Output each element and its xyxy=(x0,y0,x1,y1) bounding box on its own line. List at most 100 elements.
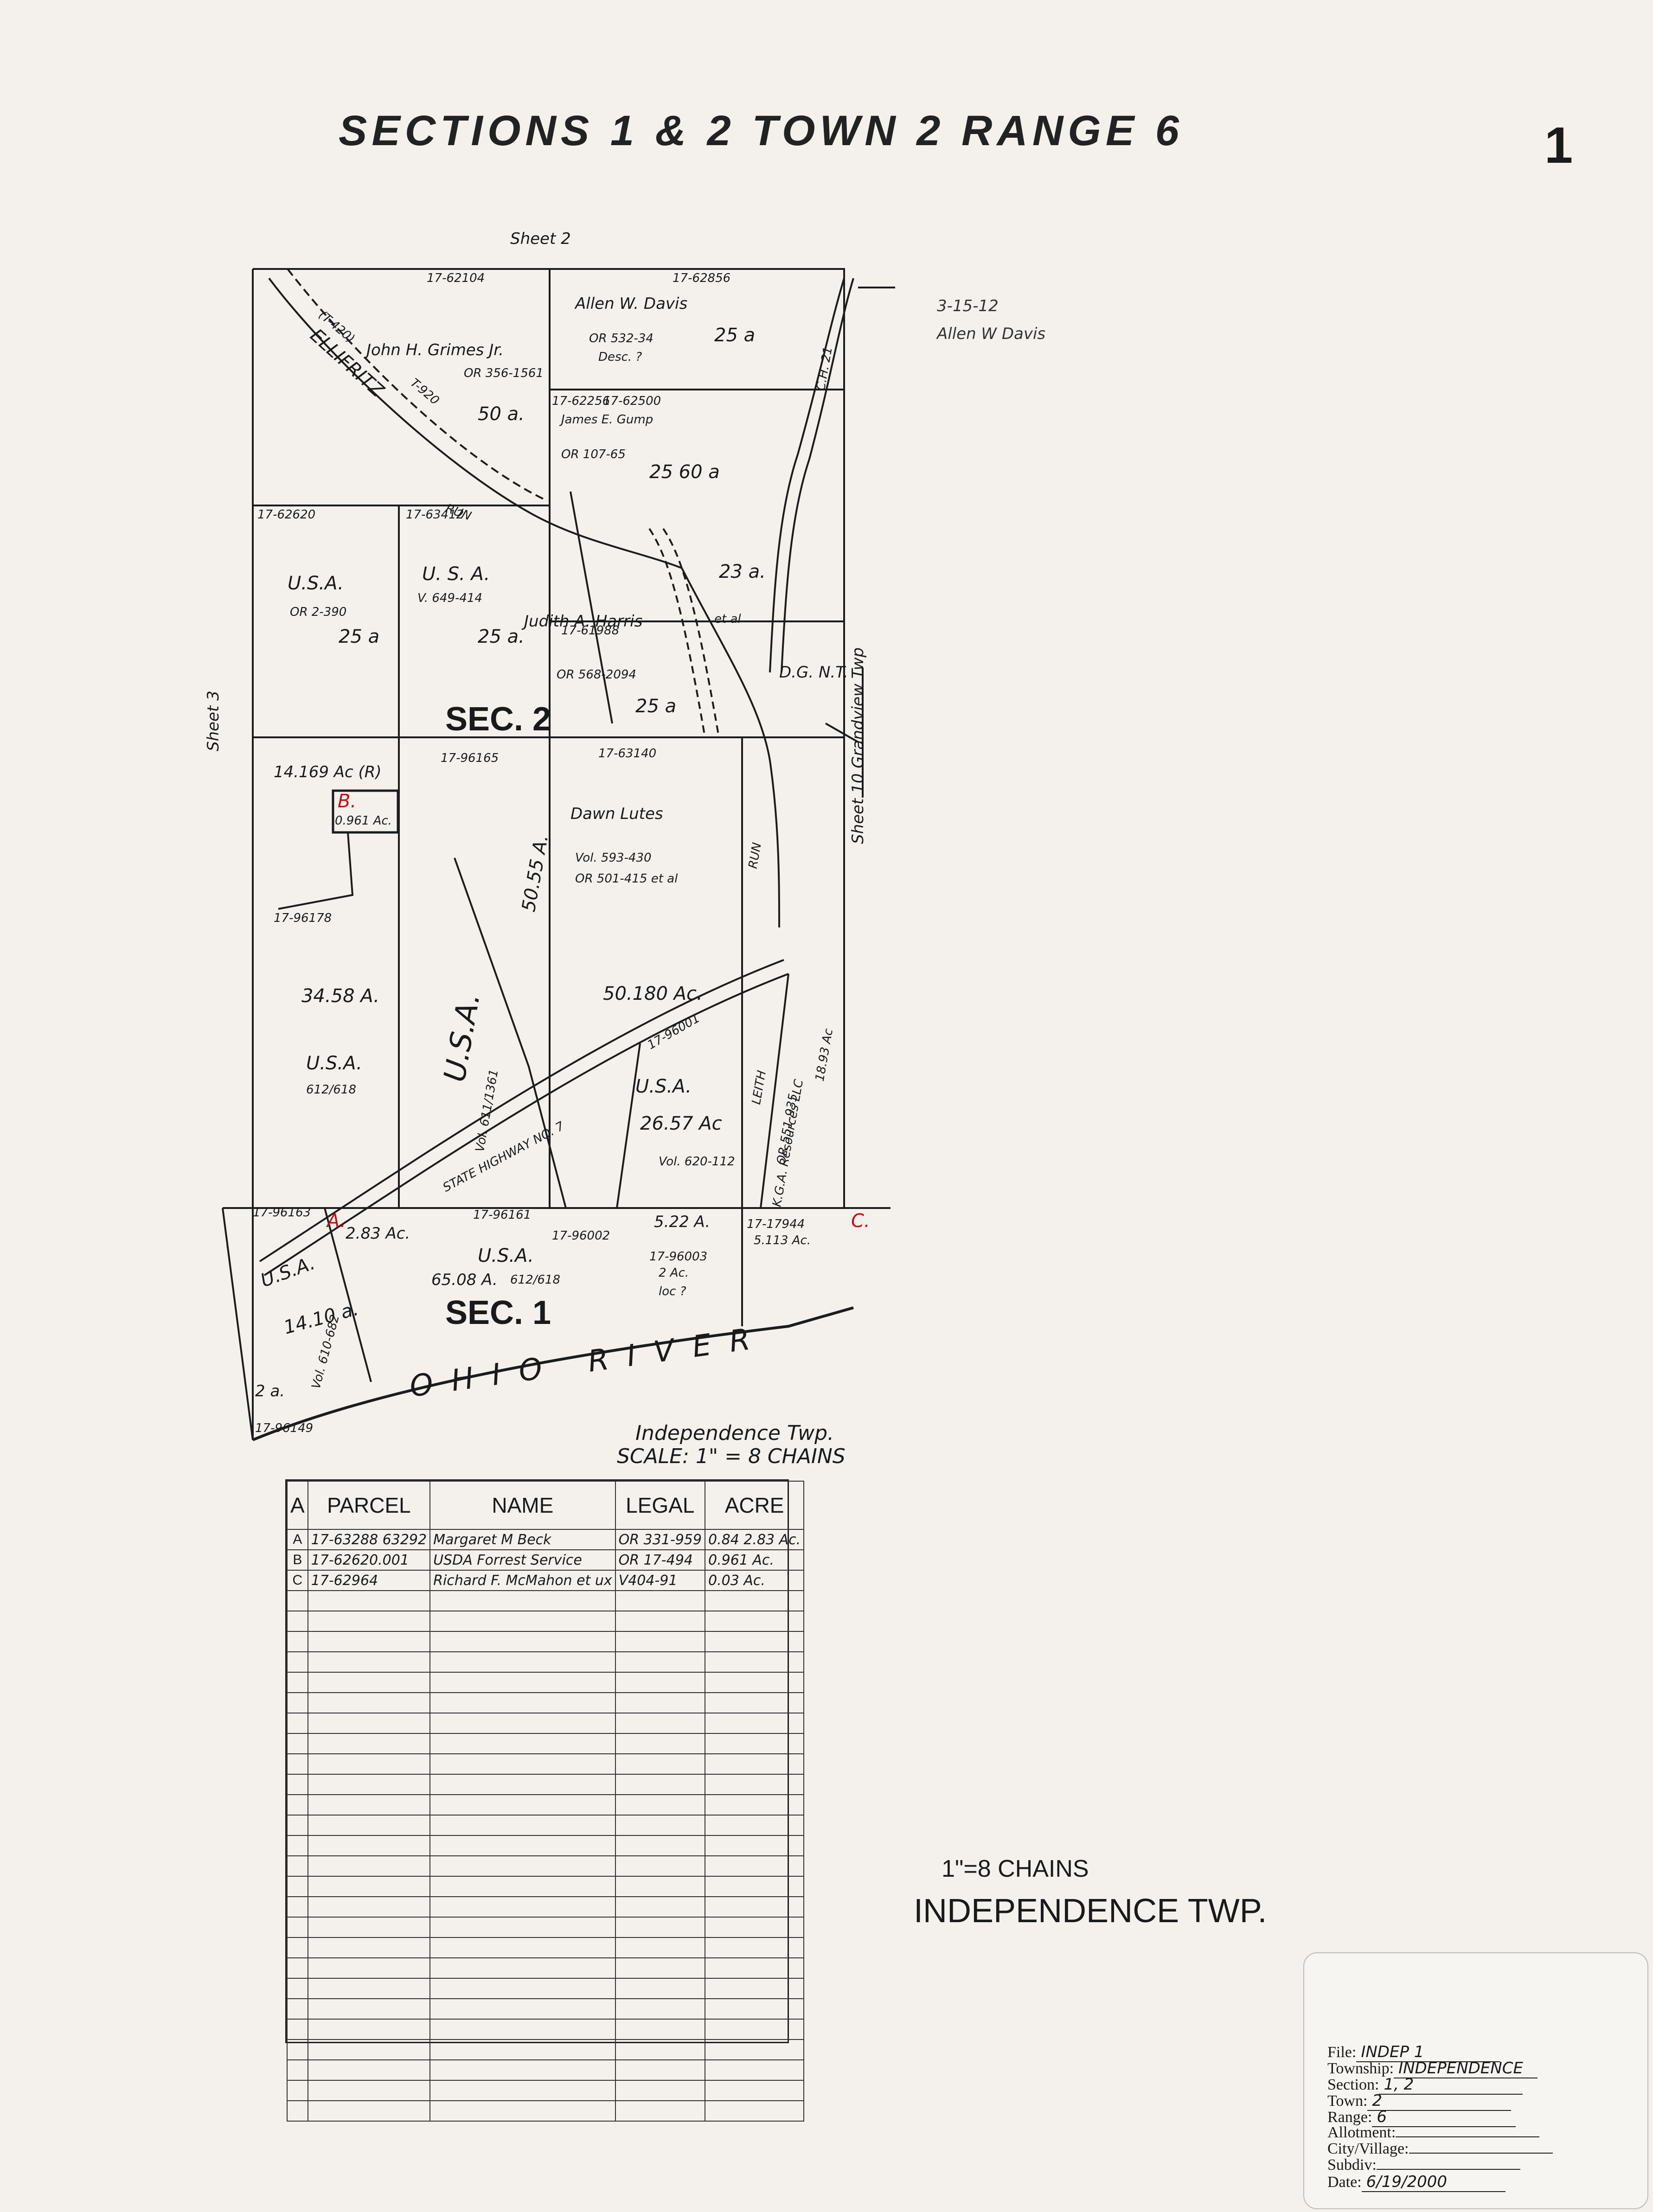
legend-cell xyxy=(287,1774,308,1795)
legend-cell xyxy=(429,1713,616,1734)
legend-cell xyxy=(307,2019,431,2040)
marker-b: B. xyxy=(338,791,357,812)
legend-empty-row xyxy=(287,1896,805,1918)
legend-cell xyxy=(307,1672,431,1693)
info-value: INDEP 1 xyxy=(1356,2043,1500,2062)
parcel-legal: V. 649-414 xyxy=(417,591,482,605)
marker-b-acres: 0.961 Ac. xyxy=(335,814,392,828)
legend-cell xyxy=(704,1937,805,1958)
legend-cell xyxy=(429,2059,616,2081)
legend-cell xyxy=(615,1713,705,1734)
legend-cell xyxy=(429,1978,616,1999)
section-1-label: SEC. 1 xyxy=(445,1294,551,1331)
legend-cell xyxy=(704,1815,805,1836)
legend-empty-row xyxy=(287,1651,805,1673)
legend-cell xyxy=(615,2039,705,2060)
legend-cell xyxy=(615,2080,705,2101)
legend-cell xyxy=(307,1651,431,1673)
legend-cell xyxy=(704,1753,805,1775)
legend-cell xyxy=(287,2019,308,2040)
legend-cell xyxy=(429,2080,616,2101)
legend-cell xyxy=(307,1794,431,1816)
legend-cell xyxy=(615,1733,705,1754)
legend-cell: A xyxy=(287,1529,308,1550)
parcel-acres: 65.08 A. xyxy=(431,1271,498,1289)
parcel-owner: U.S.A. xyxy=(306,1053,362,1074)
legend-cell xyxy=(287,1937,308,1958)
parcel-id: 17-96149 xyxy=(255,1421,314,1435)
legend-cell xyxy=(287,2100,308,2122)
legend-cell xyxy=(704,1876,805,1897)
parcel-id: 17-62500 xyxy=(603,394,661,408)
legend-cell xyxy=(429,1774,616,1795)
legend-cell xyxy=(704,1794,805,1816)
legend-cell xyxy=(615,1631,705,1652)
legend-cell: Margaret M Beck xyxy=(429,1529,616,1550)
legend-empty-row xyxy=(287,1978,805,1999)
legend-cell xyxy=(615,1978,705,1999)
legend-empty-row xyxy=(287,1998,805,2020)
parcel-owner: U. S. A. xyxy=(422,563,490,585)
legend-empty-row xyxy=(287,1835,805,1856)
parcel-acres: 5.22 A. xyxy=(654,1213,711,1231)
info-label: Section: xyxy=(1327,2076,1379,2093)
legend-cell xyxy=(615,1855,705,1877)
info-label: City/Village: xyxy=(1327,2140,1409,2157)
legend-cell: B xyxy=(287,1549,308,1571)
parcel-acres: 34.58 A. xyxy=(301,985,380,1007)
legend-cell xyxy=(307,1692,431,1713)
legend-cell xyxy=(704,2059,805,2081)
legend-cell xyxy=(287,1692,308,1713)
map-boundary xyxy=(253,268,845,1208)
parcel-legal: OR 532-34 xyxy=(589,332,654,345)
info-label: Township: xyxy=(1327,2060,1394,2077)
parcel-owner: Allen W. Davis xyxy=(575,294,688,313)
parcel-id: 17-96178 xyxy=(274,911,332,925)
legend-cell: 0.961 Ac. xyxy=(704,1549,805,1571)
parcel-id: 17-96165 xyxy=(441,751,499,765)
parcel-id: 17-63140 xyxy=(598,747,657,761)
legend-empty-row xyxy=(287,1590,805,1611)
legend-cell: OR 17-494 xyxy=(615,1549,705,1571)
legend-cell: 17-62964 xyxy=(307,1570,431,1591)
legend-header-row: A PARCEL NAME LEGAL ACRE xyxy=(287,1481,805,1530)
info-value: 6/19/2000 xyxy=(1361,2173,1506,2192)
legend-cell xyxy=(287,1590,308,1611)
legend-cell: OR 331-959 xyxy=(615,1529,705,1550)
parcel-acres: 2 Ac. xyxy=(659,1266,689,1280)
parcel-acres: 5.113 Ac. xyxy=(754,1234,811,1247)
legend-cell xyxy=(615,1957,705,1979)
legend-header: A xyxy=(287,1481,308,1530)
legend-cell xyxy=(704,1855,805,1877)
annotation-name: Allen W Davis xyxy=(937,325,1046,343)
parcel-legal: 612/618 xyxy=(306,1083,357,1097)
info-township-row: Township:INDEPENDENCE xyxy=(1327,2059,1538,2078)
legend-header: LEGAL xyxy=(615,1481,705,1530)
parcel-owner: John H. Grimes Jr. xyxy=(366,341,504,359)
legend-cell xyxy=(307,1815,431,1836)
info-label: File: xyxy=(1327,2044,1357,2061)
sheet-label-top: Sheet 2 xyxy=(510,230,571,248)
parcel-owner: James E. Gump xyxy=(561,413,654,427)
info-value: 2 xyxy=(1367,2091,1512,2111)
legend-empty-row xyxy=(287,2100,805,2122)
legend-cell xyxy=(615,1896,705,1918)
legend-empty-row xyxy=(287,1713,805,1734)
legend-empty-row xyxy=(287,1733,805,1754)
legend-cell xyxy=(429,1672,616,1693)
parcel-note: et al xyxy=(714,612,741,626)
legend-cell xyxy=(429,1998,616,2020)
legend-cell xyxy=(307,1957,431,1979)
legend-cell xyxy=(704,1733,805,1754)
legend-cell xyxy=(307,1611,431,1632)
legend-cell xyxy=(704,1672,805,1693)
legend-empty-row xyxy=(287,2080,805,2101)
sheet-number: 1 xyxy=(1544,117,1573,174)
annotation-date: 3-15-12 xyxy=(937,297,999,315)
legend-cell xyxy=(307,1896,431,1918)
legend-cell xyxy=(287,1957,308,1979)
parcel-legal: Vol. 620-112 xyxy=(659,1155,735,1169)
legend-cell xyxy=(307,1917,431,1938)
legend-cell xyxy=(429,1631,616,1652)
